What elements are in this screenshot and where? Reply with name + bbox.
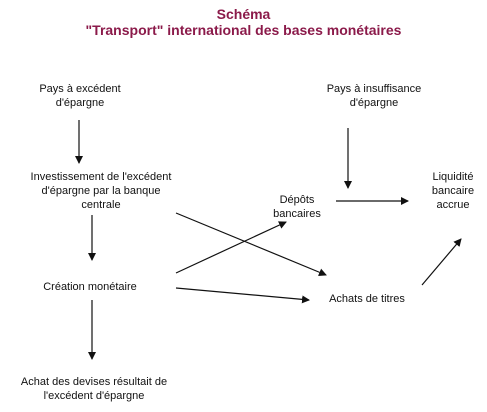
node-securities-purchase: Achats de titres xyxy=(329,293,405,305)
node-deficit-country: Pays à insuffisance d'épargne xyxy=(326,83,422,109)
node-increased-liquidity: Liquidité bancaire accrue xyxy=(431,171,475,211)
node-central-bank-investment: Investissement de l'excédent d'épargne p… xyxy=(30,171,172,211)
diagram-subtitle: "Transport" international des bases moné… xyxy=(85,22,402,38)
node-currency-purchase: Achat des devises résultait de l'excéden… xyxy=(20,376,168,402)
diagram-title: Schéma xyxy=(216,6,271,22)
arrow-invest-to-titres xyxy=(175,212,327,277)
node-money-creation: Création monétaire xyxy=(43,281,137,293)
arrow-creation-to-depots xyxy=(175,221,287,274)
node-bank-deposits: Dépôts bancaires xyxy=(273,194,321,220)
node-surplus-country: Pays à excédent d'épargne xyxy=(39,83,121,109)
arrow-creation-to-titres xyxy=(175,287,310,304)
arrow-titres-to-liquidity xyxy=(421,238,462,286)
